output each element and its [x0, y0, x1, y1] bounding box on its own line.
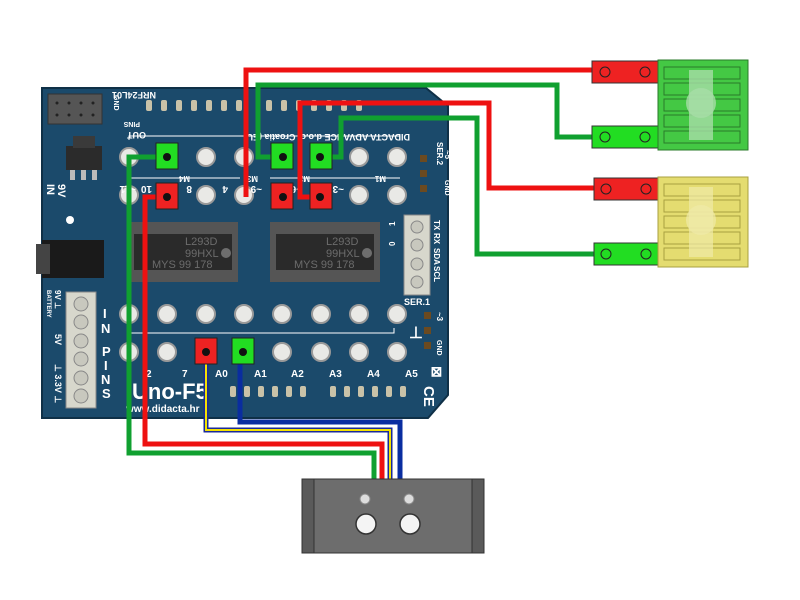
svg-text:4: 4	[222, 183, 228, 194]
bottom-header-pads	[230, 386, 406, 397]
svg-text:99HXL: 99HXL	[185, 248, 219, 260]
ser1-header: SER.1 ~3 GND	[404, 297, 444, 356]
svg-text:~5: ~5	[443, 150, 452, 160]
out-label: OUT	[127, 130, 147, 140]
svg-text:~6: ~6	[290, 183, 302, 194]
svg-text:I: I	[104, 358, 108, 373]
svg-text:N: N	[101, 321, 110, 336]
led-1	[359, 493, 371, 505]
nrf24l01-header	[47, 93, 103, 125]
svg-text:2: 2	[146, 369, 152, 380]
wire-red-sensor1	[243, 67, 600, 197]
3v3-label: ⊥ 3.3V ⊥	[53, 364, 63, 403]
sensor2-red-connector	[593, 177, 659, 201]
svg-text:N: N	[101, 372, 110, 387]
svg-text:~3: ~3	[435, 312, 444, 322]
weee-icon: ⊠	[429, 366, 445, 378]
i2c-terminal-block: 1 0 TX RX SDA SCL	[388, 214, 441, 296]
svg-text:7: 7	[182, 369, 188, 380]
wires	[126, 67, 600, 480]
gnd-symbol: ⊥	[409, 325, 423, 342]
gray-sensor-module	[301, 478, 485, 554]
svg-text:MYS 99 178: MYS 99 178	[152, 259, 213, 271]
svg-text:RX: RX	[432, 233, 441, 245]
sensor1-red-connector	[591, 60, 659, 84]
svg-text:P: P	[102, 344, 111, 359]
ser2-header: SER.2 ~5 GND	[420, 142, 452, 196]
wire-green-module	[126, 154, 377, 480]
svg-text:~3: ~3	[332, 183, 344, 194]
led-2	[403, 493, 415, 505]
bottom-pin-labels: 2 7 A0 A1 A2 A3 A4 A5	[146, 369, 418, 380]
wire-green-sensor2	[320, 115, 600, 257]
svg-text:M1: M1	[374, 174, 386, 183]
wire-green-sensor1	[255, 82, 600, 160]
nrf-label: NRF24L01	[112, 90, 156, 100]
svg-text:GND: GND	[443, 180, 450, 196]
battery-label: BATTERY	[45, 290, 51, 318]
wire-red-sensor2	[297, 100, 600, 200]
power-9v-label: 9V	[55, 184, 67, 198]
svg-text:L293D: L293D	[185, 236, 217, 248]
svg-text:10: 10	[140, 183, 152, 194]
manufacturer-text: DIDACTA ADVANCE d.o.o. Croatia (EU)	[244, 132, 411, 142]
svg-text:S: S	[102, 386, 111, 401]
power-in-label: IN	[44, 184, 56, 195]
svg-text:GND: GND	[435, 340, 442, 356]
5v-label: 5V	[53, 334, 63, 345]
svg-text:8: 8	[186, 183, 192, 194]
ce-mark: CE	[420, 386, 437, 407]
dc-jack	[42, 240, 104, 278]
board-website: www.didacta.hr	[125, 404, 200, 415]
svg-text:A4: A4	[367, 369, 380, 380]
sensor2-green-connector	[593, 242, 659, 266]
svg-text:1: 1	[388, 221, 397, 226]
svg-text:SDA: SDA	[432, 248, 441, 265]
bottom-sockets	[119, 304, 407, 362]
svg-text:A2: A2	[291, 369, 304, 380]
in-pins-label: I N P I N S	[101, 306, 111, 401]
svg-text:A5: A5	[405, 369, 418, 380]
wire-blue-module	[237, 352, 403, 480]
svg-text:M4: M4	[178, 174, 190, 183]
nrf-gnd-label: GND	[112, 95, 119, 111]
sensor-module-green	[591, 59, 749, 151]
pins-label: PINS	[123, 120, 140, 127]
svg-text:I: I	[103, 306, 107, 321]
svg-text:~9: ~9	[250, 183, 262, 194]
l293d-chip-1: L293D 99HXL MYS 99 178	[128, 222, 238, 282]
sensor-lens-2	[399, 513, 421, 535]
svg-text:SER.2: SER.2	[435, 142, 444, 166]
svg-text:99HXL: 99HXL	[326, 248, 360, 260]
wire-red-module	[142, 194, 385, 480]
svg-text:L293D: L293D	[326, 236, 358, 248]
svg-text:SCL: SCL	[432, 266, 441, 282]
polarity-icon	[66, 216, 74, 224]
voltage-regulator	[66, 146, 102, 170]
svg-text:MYS 99 178: MYS 99 178	[294, 259, 355, 271]
sensor-module-yellow	[593, 176, 749, 268]
svg-text:M3: M3	[246, 174, 258, 183]
svg-text:A1: A1	[254, 369, 267, 380]
svg-text:TX: TX	[432, 220, 441, 231]
svg-text:A3: A3	[329, 369, 342, 380]
svg-text:SER.1: SER.1	[404, 297, 430, 307]
svg-text:M2: M2	[298, 174, 310, 183]
sensor1-green-connector	[591, 125, 659, 149]
sensor-lens-1	[355, 513, 377, 535]
svg-text:0: 0	[388, 241, 397, 246]
l293d-chip-2: L293D 99HXL MYS 99 178	[270, 222, 380, 282]
battery-9v-label: 9V ⊥	[53, 290, 62, 309]
svg-text:A0: A0	[215, 369, 228, 380]
